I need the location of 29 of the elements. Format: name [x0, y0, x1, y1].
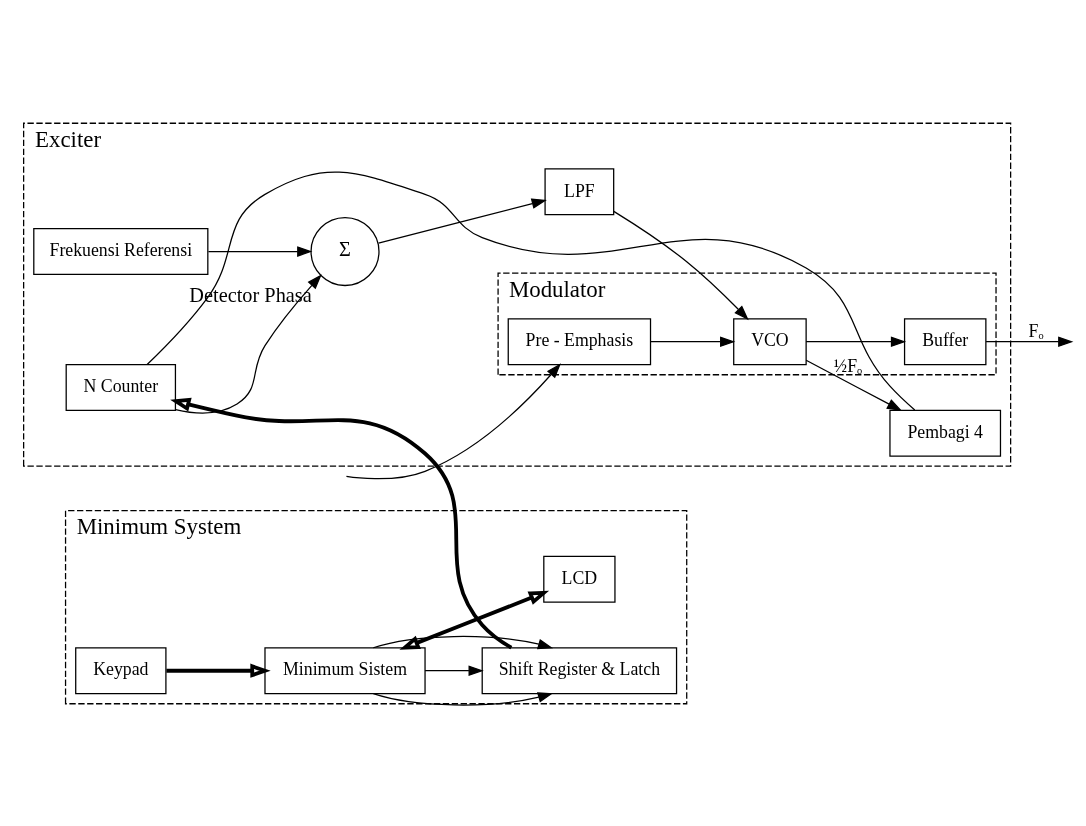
- connector: [146, 171, 916, 411]
- arrow: [805, 335, 907, 347]
- arrow: [424, 664, 484, 676]
- node-box: Buffer: [903, 317, 987, 365]
- arrow: [650, 335, 736, 347]
- arrow: [985, 335, 1074, 347]
- arrow: [377, 198, 547, 244]
- arrow: [166, 663, 271, 678]
- node-box: Pre - Emphasis: [507, 317, 652, 365]
- arrow: [805, 359, 903, 411]
- arrow: [372, 635, 554, 649]
- node-circle: Σ: [310, 216, 380, 286]
- arrow: [207, 245, 313, 257]
- node-box: VCO: [733, 317, 807, 365]
- edge-label: Fₒ: [1028, 320, 1044, 341]
- arrow: [170, 397, 513, 649]
- arrow: [399, 590, 550, 650]
- node-box: Shift Register & Latch: [481, 646, 678, 694]
- edge-label: ½Fₒ: [833, 355, 863, 376]
- arrow: [345, 362, 561, 479]
- node-box: Frekuensi Referensi: [33, 227, 209, 275]
- arrow: [174, 273, 322, 414]
- node-box: N Counter: [65, 363, 177, 411]
- node-box: LCD: [543, 555, 616, 603]
- node-box: Minimum Sistem: [264, 646, 426, 694]
- arrow: [613, 210, 749, 320]
- node-box: Keypad: [75, 646, 167, 694]
- node-box: LPF: [544, 167, 615, 215]
- node-box: Pembagi 4: [889, 409, 1002, 457]
